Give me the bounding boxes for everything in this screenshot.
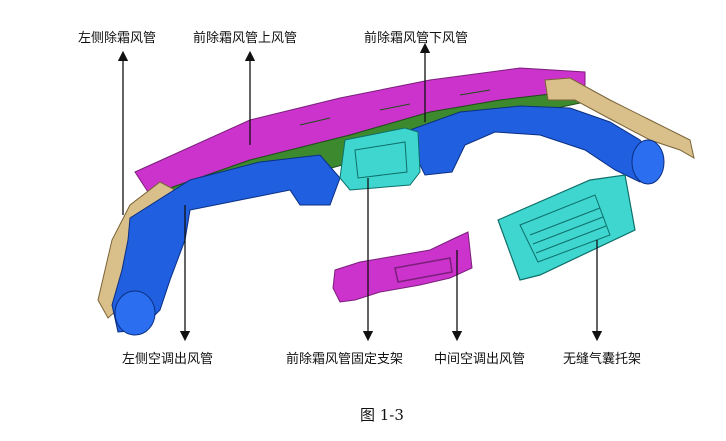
- right-ac-duct: [409, 105, 656, 183]
- defrost-fixing-bracket: [339, 127, 421, 191]
- figure-caption: 图 1-3: [360, 406, 404, 424]
- right-side-duct: [544, 77, 695, 159]
- label-front-defrost-upper: 前除霜风管上风管: [193, 31, 298, 46]
- left-ac-duct-outlet: [114, 290, 156, 336]
- label-center-ac-duct: 中间空调出风管: [434, 352, 526, 367]
- airbag-bracket: [497, 174, 636, 281]
- label-front-defrost-lower: 前除霜风管下风管: [364, 31, 469, 46]
- label-left-ac-duct: 左侧空调出风管: [122, 352, 214, 367]
- right-ac-duct-outlet: [631, 139, 665, 185]
- label-airbag-bracket: 无缝气囊托架: [563, 352, 642, 367]
- label-left-defrost-duct: 左侧除霜风管: [78, 31, 157, 46]
- label-defrost-bracket: 前除霜风管固定支架: [286, 352, 404, 367]
- left-ac-duct: [111, 154, 341, 333]
